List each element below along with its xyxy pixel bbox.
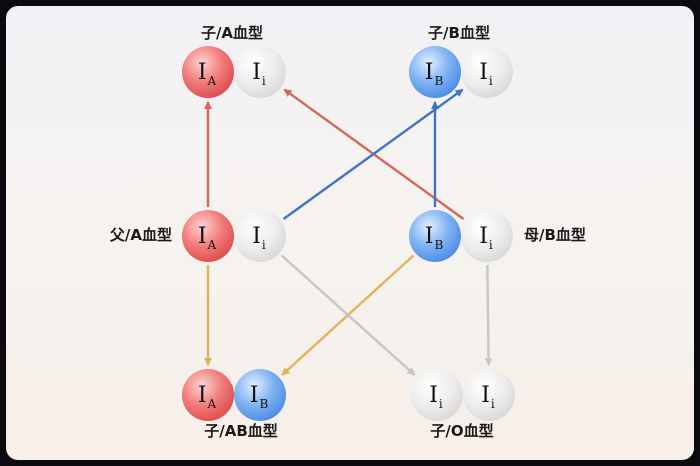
allele-circle (461, 46, 513, 98)
allele-symbol: IB (425, 60, 444, 88)
allele-mother-2: Ii (461, 210, 513, 262)
allele-symbol: Ii (429, 383, 443, 411)
allele-symbol: Ii (252, 224, 266, 252)
allele-symbol: Ii (479, 60, 493, 88)
allele-circle (182, 210, 234, 262)
arrow-mother-i-to-child-o-i2 (484, 264, 493, 367)
label-child-ab: 子/AB血型 (204, 422, 278, 440)
allele-father-1: IA (182, 210, 234, 262)
allele-child-ab-1: IA (182, 369, 234, 421)
allele-symbol: IA (198, 224, 217, 252)
allele-child-ab-2: IB (234, 369, 286, 421)
allele-symbol: IB (425, 224, 444, 252)
allele-circle (411, 369, 463, 421)
allele-circle (182, 46, 234, 98)
label-father: 父/A血型 (109, 226, 172, 244)
allele-symbol: IA (198, 383, 217, 411)
label-child-b: 子/B血型 (428, 24, 490, 42)
allele-circle (463, 369, 515, 421)
allele-circle (234, 369, 286, 421)
arrow-father-i-to-child-b-i (282, 88, 464, 220)
allele-child-a-1: IA (182, 46, 234, 98)
allele-circle (234, 210, 286, 262)
arrow-father-i-to-child-o-i1 (280, 254, 416, 376)
label-mother: 母/B血型 (524, 226, 586, 244)
allele-symbol: Ii (479, 224, 493, 252)
allele-symbol: IB (250, 383, 269, 411)
allele-child-o-1: Ii (411, 369, 463, 421)
allele-child-a-2: Ii (234, 46, 286, 98)
arrows-layer (204, 88, 493, 376)
allele-father-2: Ii (234, 210, 286, 262)
allele-circle (409, 210, 461, 262)
allele-circle (461, 210, 513, 262)
allele-symbol: Ii (481, 383, 495, 411)
allele-symbol: Ii (252, 60, 266, 88)
allele-child-o-2: Ii (463, 369, 515, 421)
allele-mother-1: IB (409, 210, 461, 262)
allele-circle (234, 46, 286, 98)
allele-child-b-1: IB (409, 46, 461, 98)
allele-circle (409, 46, 461, 98)
label-child-a: 子/A血型 (201, 24, 263, 42)
label-child-o: 子/O血型 (430, 422, 493, 440)
allele-child-b-2: Ii (461, 46, 513, 98)
allele-circle (182, 369, 234, 421)
allele-symbol: IA (198, 60, 217, 88)
